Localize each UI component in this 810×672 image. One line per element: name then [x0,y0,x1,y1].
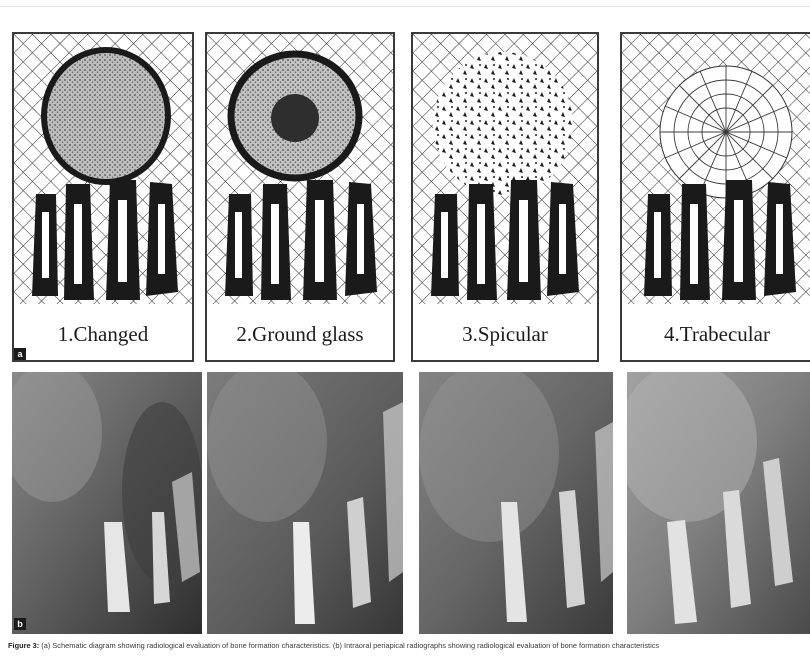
changed-schematic-drawing [14,34,192,360]
schematic-panel-spicular: 3.Spicular [411,32,599,362]
panel-tag-a: a [14,348,26,360]
panel-tag-b: b [14,618,26,630]
panel-label-spicular: 3.Spicular [413,322,597,347]
panel-label-changed: 1.Changed [14,322,192,347]
figure-caption-text: (a) Schematic diagram showing radiologic… [39,641,659,650]
top-rule [0,6,810,7]
radiograph-2 [207,372,403,634]
panel-label-trabecular: 4.Trabecular [622,322,810,347]
schematic-panel-trabecular: 4.Trabecular [620,32,810,362]
ground-glass-schematic-drawing [207,34,393,360]
schematic-panel-changed: 1.Changed [12,32,194,362]
figure-caption-label: Figure 3: [8,641,39,650]
trabecular-schematic-drawing [622,34,810,360]
panel-label-ground-glass: 2.Ground glass [207,322,393,347]
radiograph-1 [12,372,202,634]
figure-caption: Figure 3: (a) Schematic diagram showing … [8,641,806,651]
spicular-schematic-drawing [413,34,597,360]
schematic-panel-ground-glass: 2.Ground glass [205,32,395,362]
radiograph-3 [419,372,613,634]
radiograph-4 [627,372,810,634]
